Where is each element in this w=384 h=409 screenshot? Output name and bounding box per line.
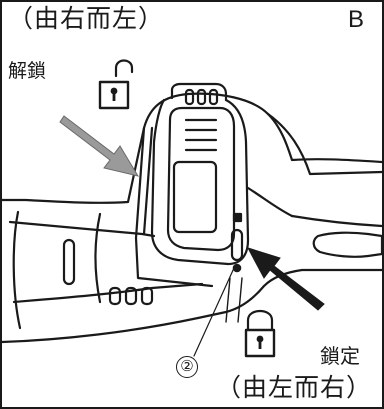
front-panel (134, 126, 214, 288)
panel-letter: B (348, 6, 365, 33)
saw-illustration (2, 59, 382, 358)
top-cap (170, 82, 228, 102)
callout-leader-line (193, 267, 235, 357)
handle-inner-plate (166, 106, 236, 252)
guide-line-2 (237, 277, 243, 323)
front-panel-inner (142, 126, 154, 236)
nose-ridge (246, 186, 294, 218)
grip-front-edge (94, 212, 102, 304)
black-arrow-icon (246, 247, 325, 311)
handle-body (150, 98, 250, 266)
rear-grip-slot (62, 238, 76, 286)
lock-position-dot (232, 263, 242, 273)
lock-switch-slot (230, 228, 244, 262)
top-slot-1 (184, 88, 195, 106)
lock-label: 鎖定 (320, 344, 360, 368)
grip-rear-edge (12, 210, 22, 330)
gray-arrow-icon (59, 115, 140, 177)
display-window (172, 160, 218, 234)
grip-contour-upper (8, 220, 156, 238)
top-slot-3 (208, 88, 219, 106)
nose-lower (290, 214, 382, 228)
tool-housing-outline (2, 92, 382, 204)
unlock-label: 解鎖 (8, 60, 47, 82)
tool-underside-outline (2, 268, 382, 344)
direction-label-bottom: （由左而右） (216, 373, 373, 402)
callout-number-text: ② (180, 357, 194, 375)
callout-number: ② (176, 356, 198, 378)
grip-contour-lower (12, 282, 204, 304)
right-grip-pad (312, 231, 382, 258)
nose-upper (266, 112, 382, 176)
unlock-position-mark (232, 212, 243, 223)
bottom-vent-3 (140, 286, 154, 306)
bottom-vent-1 (108, 286, 122, 306)
bottom-vent-2 (124, 286, 138, 306)
unlocked-padlock-icon (98, 59, 134, 110)
guide-line-1 (225, 277, 231, 323)
direction-label-top: （由右而左） (8, 4, 165, 33)
locked-padlock-icon (244, 309, 276, 358)
top-slot-2 (196, 88, 207, 106)
